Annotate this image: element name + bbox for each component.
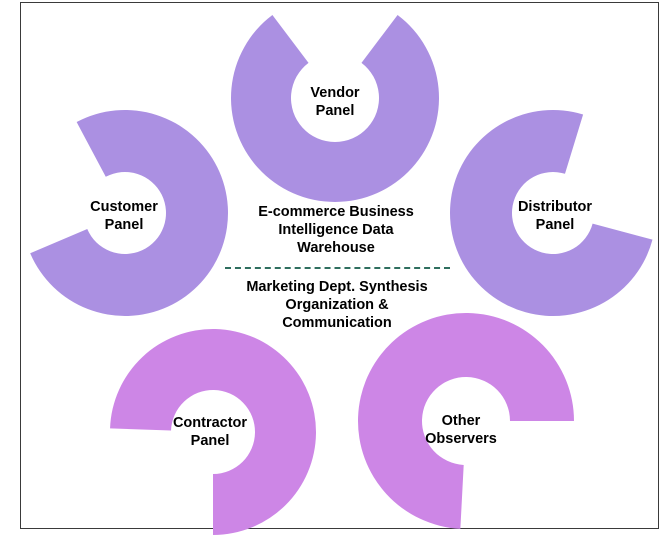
center-divider	[225, 267, 450, 269]
other-observers-label: Other Observers	[425, 413, 497, 447]
data-warehouse-text: E-commerce Business Intelligence Data Wa…	[258, 204, 414, 256]
customer-ring	[30, 110, 229, 317]
marketing-dept-text: Marketing Dept. Synthesis Organization &…	[246, 279, 428, 331]
distributor-ring	[449, 110, 653, 317]
vendor-panel-label: Vendor Panel	[310, 85, 360, 119]
customer-panel-label: Customer Panel	[90, 199, 158, 233]
distributor-panel-label: Distributor Panel	[517, 199, 593, 233]
diagram-frame	[20, 2, 659, 529]
observers-ring	[358, 312, 574, 529]
contractor-ring	[110, 329, 316, 535]
contractor-panel-label: Contractor Panel	[172, 415, 248, 449]
vendor-ring	[231, 14, 439, 202]
